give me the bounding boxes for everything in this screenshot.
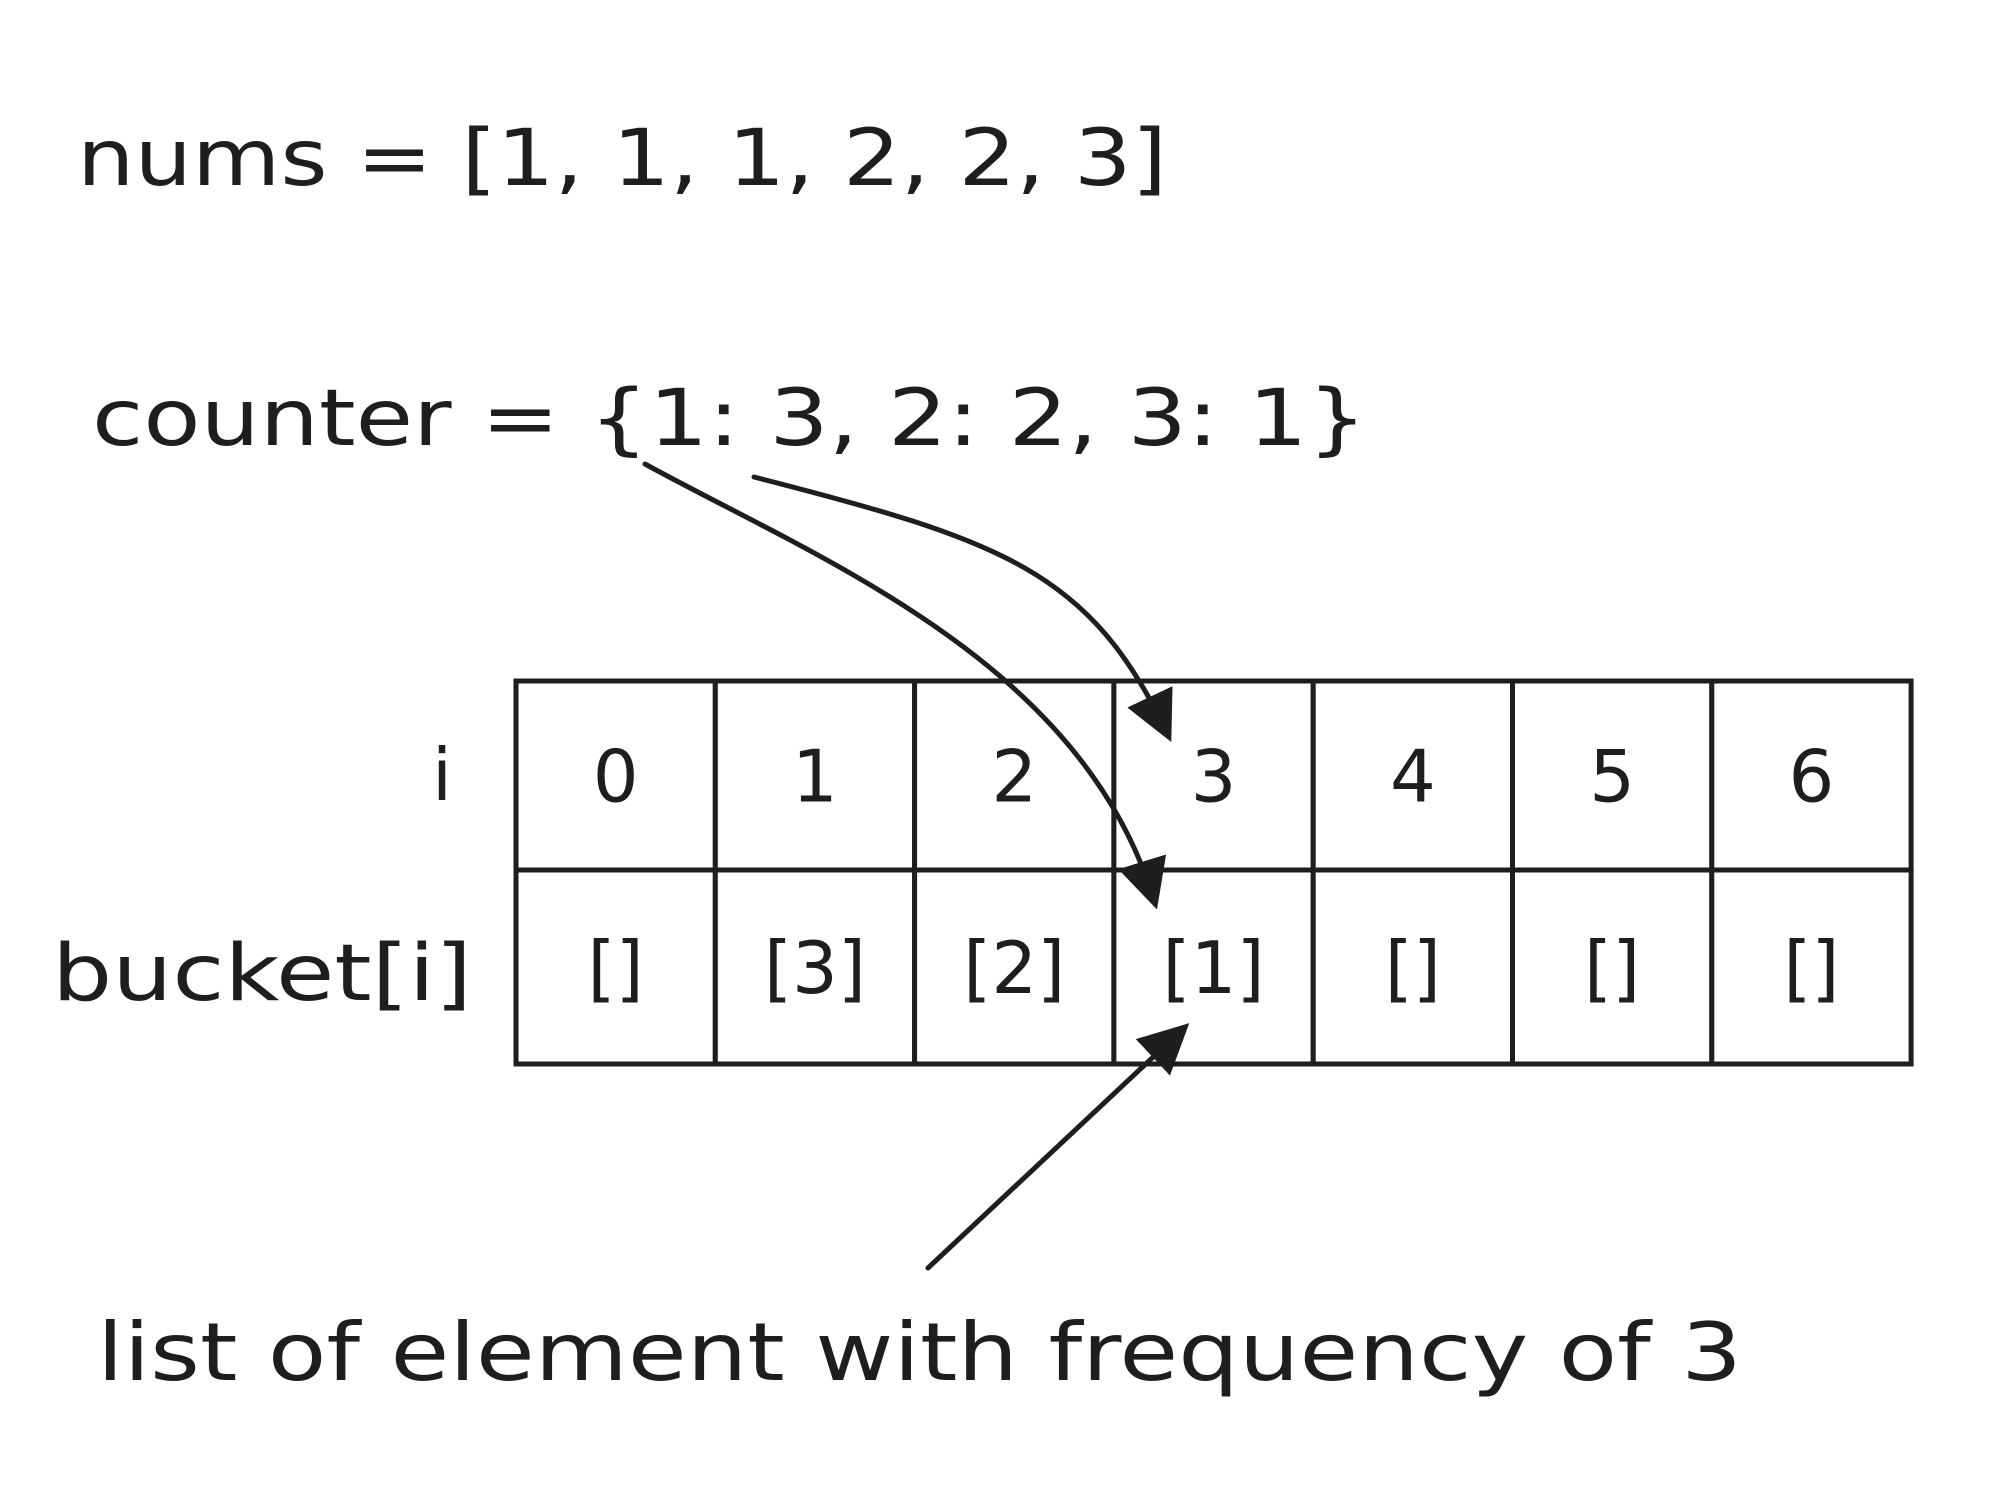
bucket-cell-box bbox=[513, 867, 718, 1067]
arrow-annotation-to-bucket-3 bbox=[925, 1023, 1190, 1271]
annotation-text: list of element with frequency of 3 bbox=[97, 1306, 1742, 1399]
index-row-label: i bbox=[432, 733, 452, 817]
bucket-cell: [3] bbox=[764, 926, 866, 1010]
index-cell: 1 bbox=[792, 735, 838, 819]
index-cell: 4 bbox=[1390, 735, 1436, 819]
bucket-cell-box bbox=[1310, 867, 1515, 1067]
nums-line: nums = [1, 1, 1, 2, 2, 3] bbox=[77, 114, 1167, 204]
bucket-table: 0 [] 1 [3] 2 [2] 3 [1] 4 [] 5 [] 6 [] bbox=[513, 678, 1914, 1067]
bucket-row-label: bucket[i] bbox=[52, 929, 472, 1019]
bucket-cell: [] bbox=[1385, 926, 1441, 1010]
index-cell: 6 bbox=[1789, 735, 1835, 819]
bucket-cell: [] bbox=[1783, 926, 1839, 1010]
index-cell: 5 bbox=[1589, 735, 1635, 819]
index-cell-box bbox=[513, 678, 718, 873]
bucket-cell: [] bbox=[588, 926, 644, 1010]
index-cell: 2 bbox=[991, 735, 1037, 819]
bucket-cell-box bbox=[912, 867, 1117, 1067]
bucket-cell: [1] bbox=[1163, 926, 1265, 1010]
bucket-cell: [2] bbox=[963, 926, 1065, 1010]
arrow-count-1-to-bucket-3 bbox=[642, 461, 1167, 910]
counter-line: counter = {1: 3, 2: 2, 3: 1} bbox=[92, 374, 1367, 464]
bucket-cell-box bbox=[1510, 867, 1715, 1067]
index-cell: 3 bbox=[1191, 735, 1237, 819]
arrow-frequency-3-to-index-3 bbox=[751, 474, 1173, 743]
index-cell: 0 bbox=[593, 735, 639, 819]
bucket-cell-box bbox=[1709, 867, 1914, 1067]
bucket-cell: [] bbox=[1584, 926, 1640, 1010]
